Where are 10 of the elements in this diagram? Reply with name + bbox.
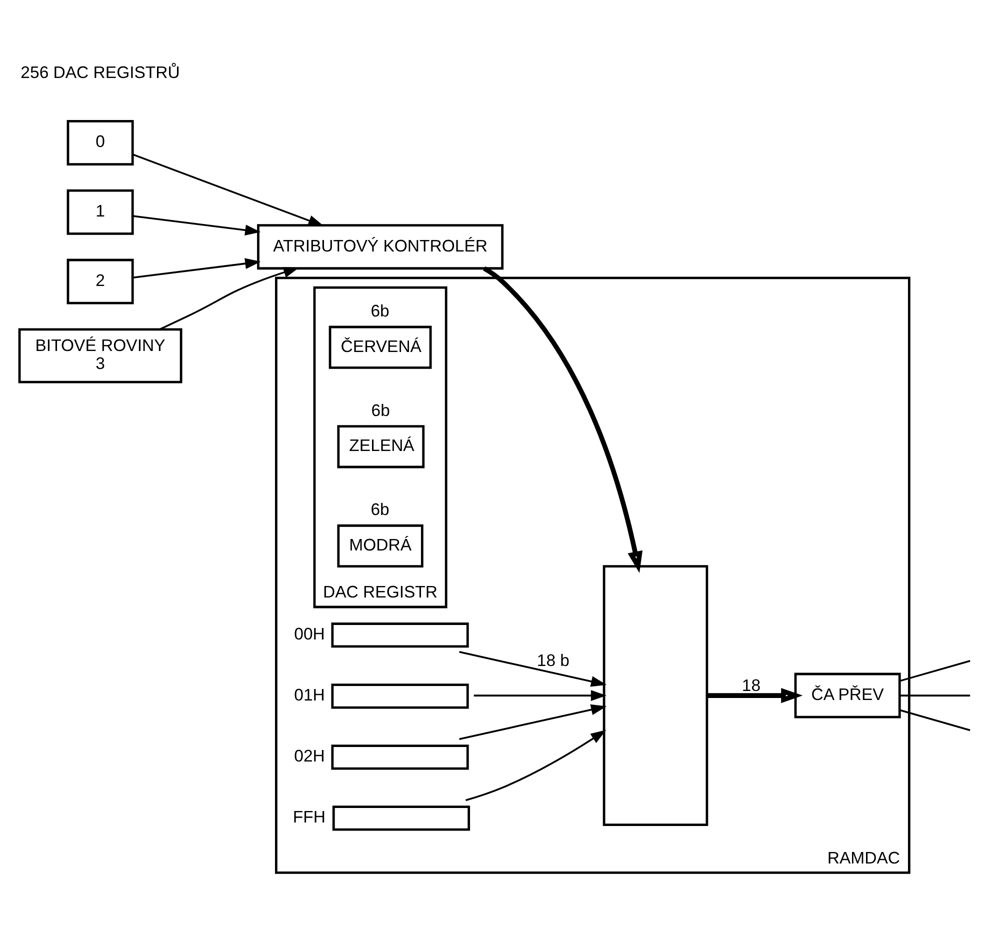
label: 256 DAC REGISTRŮ xyxy=(20,62,180,82)
node-label: 6b xyxy=(371,400,390,420)
edge-label: 18 xyxy=(742,676,761,694)
node-label: 6b xyxy=(370,300,390,320)
node-label: 6b xyxy=(370,500,390,519)
node-label: 01H xyxy=(294,685,325,704)
edge-label: 18 b xyxy=(536,650,570,670)
node-label: 02H xyxy=(294,746,325,766)
node-label: FFH xyxy=(292,807,326,826)
node-label: 00H xyxy=(294,624,325,644)
